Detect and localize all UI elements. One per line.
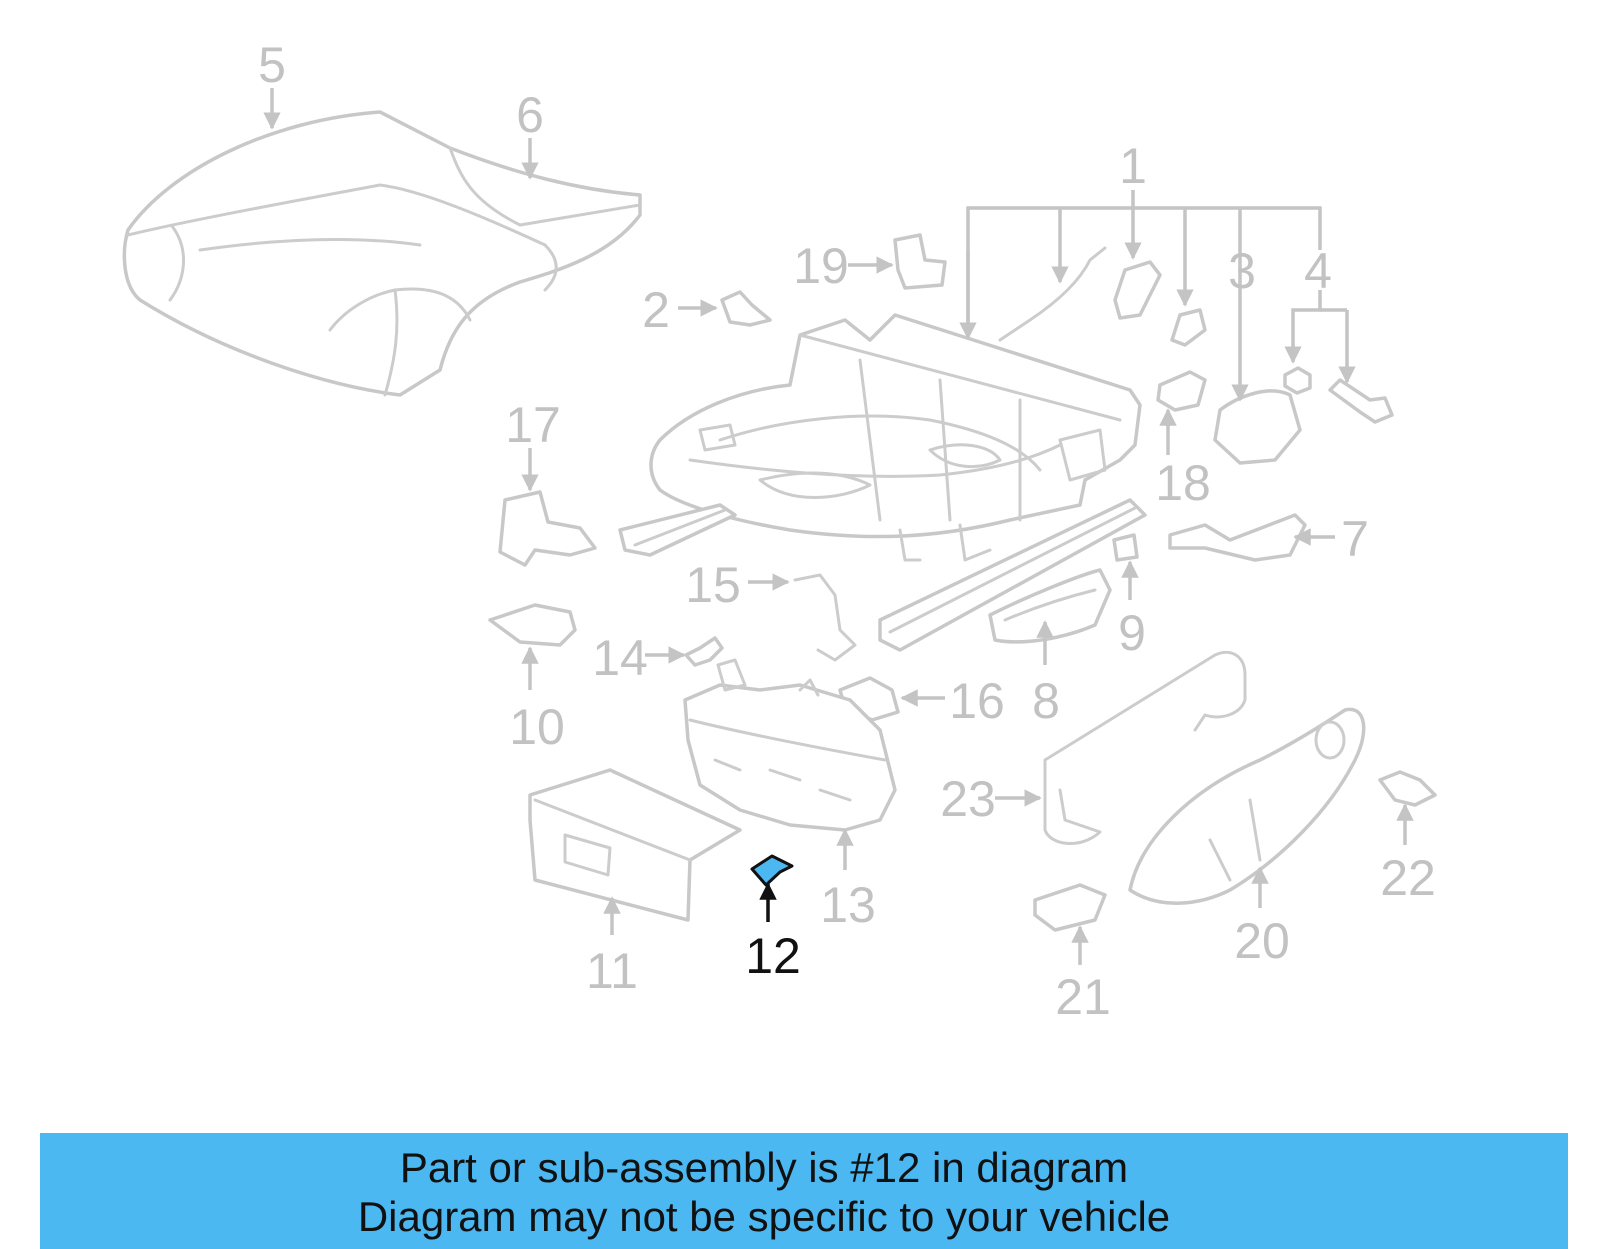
callout-21: 21 xyxy=(1055,969,1111,1025)
callout-4: 4 xyxy=(1304,243,1332,299)
callout-8: 8 xyxy=(1032,673,1060,729)
recliner-cover-3-part xyxy=(1213,389,1302,465)
callout-16: 16 xyxy=(949,673,1005,729)
latch-part xyxy=(1113,260,1162,320)
bracket-7-part xyxy=(1168,513,1307,562)
callout-5: 5 xyxy=(258,37,286,93)
callout-3: 3 xyxy=(1228,243,1256,299)
tray-housing-13-part xyxy=(683,658,897,832)
seat-frame-part xyxy=(618,313,1147,652)
wire-frame-23-part xyxy=(1043,650,1247,846)
callout-6: 6 xyxy=(516,87,544,143)
clip-part xyxy=(1170,308,1207,347)
bracket-19-part xyxy=(893,233,947,290)
trim-8-part xyxy=(988,568,1112,644)
fastener-2-part xyxy=(720,290,772,327)
callout-19: 19 xyxy=(793,238,849,294)
info-banner: Part or sub-assembly is #12 in diagram D… xyxy=(40,1133,1568,1249)
bracket-10-part xyxy=(488,603,577,647)
cable-part xyxy=(998,246,1107,342)
callout-11: 11 xyxy=(586,943,638,999)
callout-18: 18 xyxy=(1155,455,1211,511)
pin-14-part xyxy=(684,636,724,667)
callout-7: 7 xyxy=(1341,511,1369,567)
side-shield-20-part xyxy=(1128,707,1366,905)
callout-20: 20 xyxy=(1234,913,1290,969)
bolt-4-part xyxy=(1328,378,1394,424)
clip-9-part xyxy=(1112,533,1139,562)
callout-22: 22 xyxy=(1380,850,1436,906)
callout-2: 2 xyxy=(642,282,670,338)
callout-12: 12 xyxy=(745,928,801,984)
callout-13: 13 xyxy=(820,877,876,933)
callout-10: 10 xyxy=(509,699,565,755)
wire-15-part xyxy=(793,573,857,662)
parts-diagram: 1 2 3 4 5 6 7 8 9 10 11 12 13 14 15 16 1… xyxy=(122,37,1437,1025)
bracket-21-part xyxy=(1033,883,1107,932)
clip-22-part xyxy=(1378,770,1437,807)
seat-cushion-part xyxy=(122,110,642,397)
callout-23: 23 xyxy=(940,771,996,827)
banner-line-1: Part or sub-assembly is #12 in diagram xyxy=(399,1144,1129,1191)
drawer-11-part xyxy=(528,768,742,922)
cover-18-part xyxy=(1156,370,1207,412)
cover-12-highlighted-part xyxy=(750,854,794,887)
nut-4-part xyxy=(1283,366,1312,395)
callout-9: 9 xyxy=(1118,605,1146,661)
callout-labels: 1 2 3 4 5 6 7 8 9 10 11 12 13 14 15 16 1… xyxy=(258,37,1436,1025)
callout-17: 17 xyxy=(505,397,561,453)
leader-lines xyxy=(263,88,1414,965)
callout-14: 14 xyxy=(592,630,648,686)
banner-line-2: Diagram may not be specific to your vehi… xyxy=(357,1193,1171,1240)
bracket-17-part xyxy=(498,490,597,567)
callout-1: 1 xyxy=(1119,138,1147,194)
callout-15: 15 xyxy=(685,557,741,613)
